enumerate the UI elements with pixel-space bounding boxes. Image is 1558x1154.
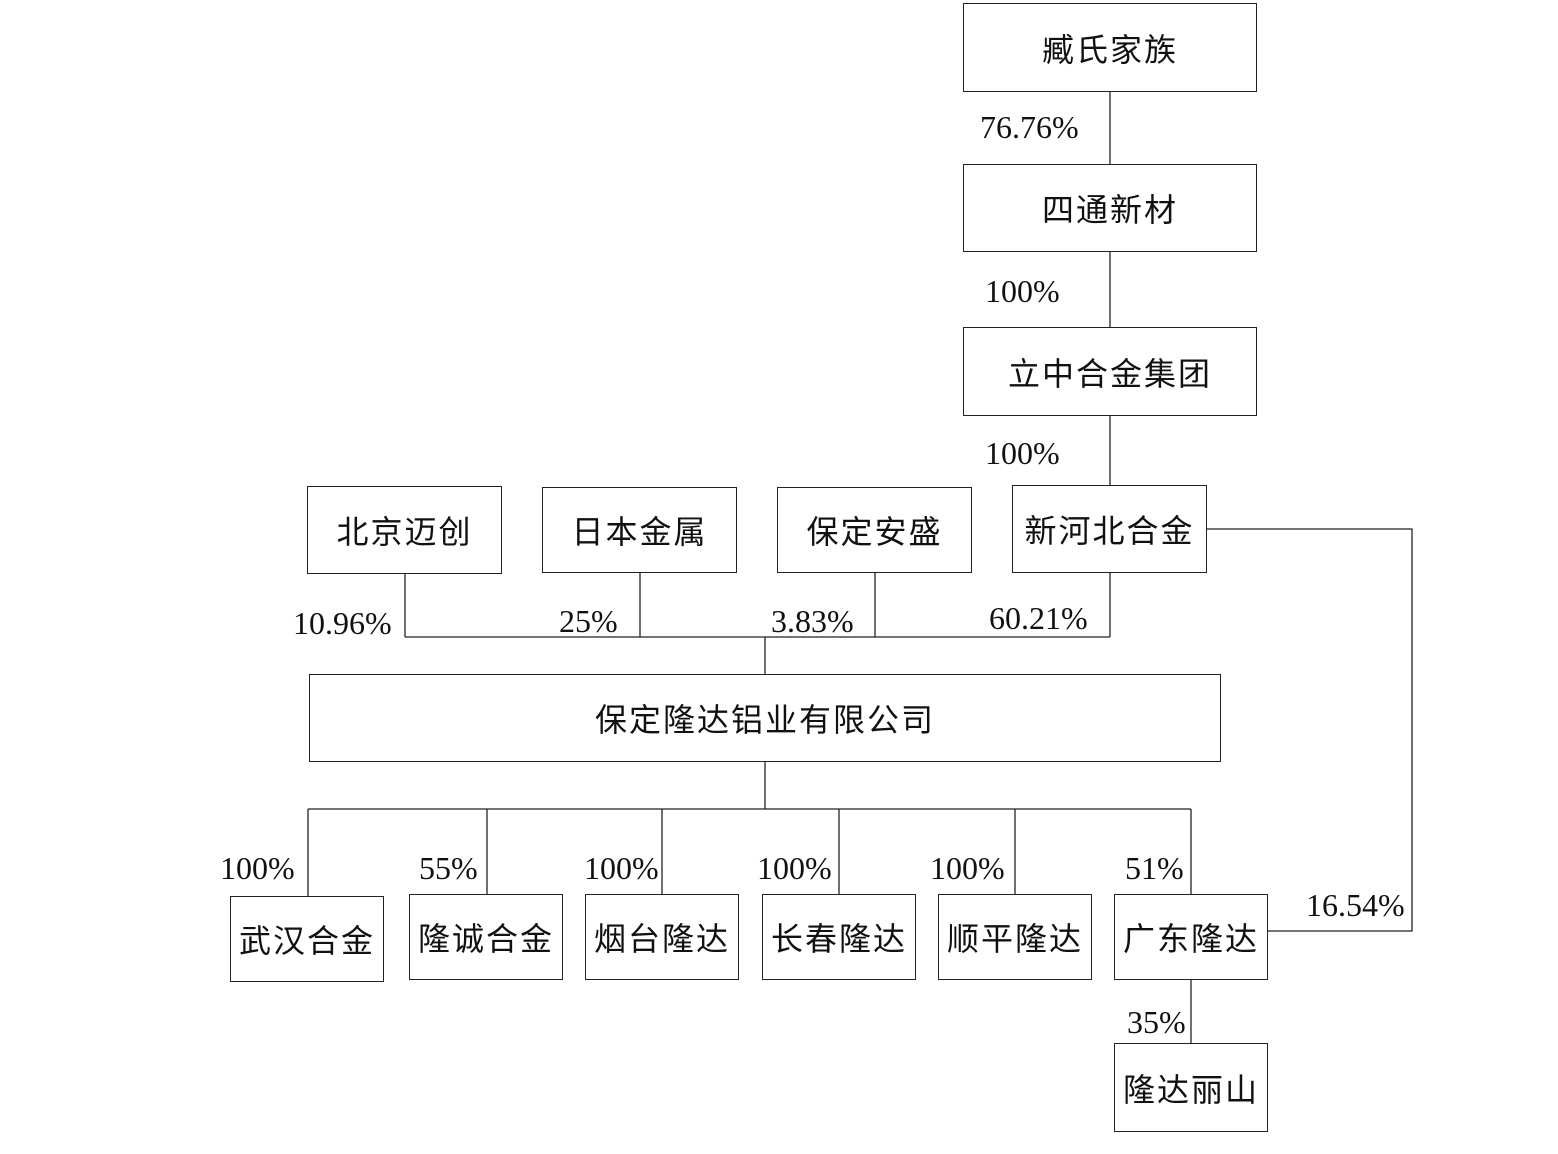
node-baoding-anshen: 保定安盛: [777, 487, 972, 573]
pct-zang-sitong: 76.76%: [980, 109, 1079, 145]
node-yantai-longda: 烟台隆达: [585, 894, 739, 980]
node-wuhan-alloy: 武汉合金: [230, 896, 384, 982]
pct-anshen-longda: 3.83%: [771, 603, 854, 639]
pct-xinhebei-guangdong: 16.54%: [1306, 887, 1405, 923]
node-changchun-longda: 长春隆达: [762, 894, 916, 980]
node-longcheng-alloy: 隆诚合金: [409, 894, 563, 980]
pct-sitong-lizhong: 100%: [985, 273, 1060, 309]
node-shunping-longda: 顺平隆达: [938, 894, 1092, 980]
line-xinhebei-guangdong: [1207, 528, 1413, 932]
pct-lizhong-xinhebei: 100%: [985, 435, 1060, 471]
node-guangdong-longda: 广东隆达: [1114, 894, 1268, 980]
pct-riben-longda: 25%: [559, 603, 618, 639]
pct-longda-wuhan: 100%: [220, 850, 295, 886]
pct-longda-changchun: 100%: [757, 850, 832, 886]
pct-beijing-longda: 10.96%: [293, 605, 392, 641]
node-lizhong-group: 立中合金集团: [963, 327, 1257, 416]
node-zang-family: 臧氏家族: [963, 3, 1257, 92]
pct-longda-guangdong: 51%: [1125, 850, 1184, 886]
node-xinhebei-alloy: 新河北合金: [1012, 485, 1207, 573]
node-baoding-longda: 保定隆达铝业有限公司: [309, 674, 1221, 762]
pct-guangdong-lishan: 35%: [1127, 1004, 1186, 1040]
node-sitong: 四通新材: [963, 164, 1257, 252]
pct-longda-shunping: 100%: [930, 850, 1005, 886]
pct-xinhebei-longda: 60.21%: [989, 600, 1088, 636]
node-beijing-maichuang: 北京迈创: [307, 486, 502, 574]
pct-longda-longcheng: 55%: [419, 850, 478, 886]
node-longda-lishan: 隆达丽山: [1114, 1043, 1268, 1132]
node-riben-metal: 日本金属: [542, 487, 737, 573]
pct-longda-yantai: 100%: [584, 850, 659, 886]
